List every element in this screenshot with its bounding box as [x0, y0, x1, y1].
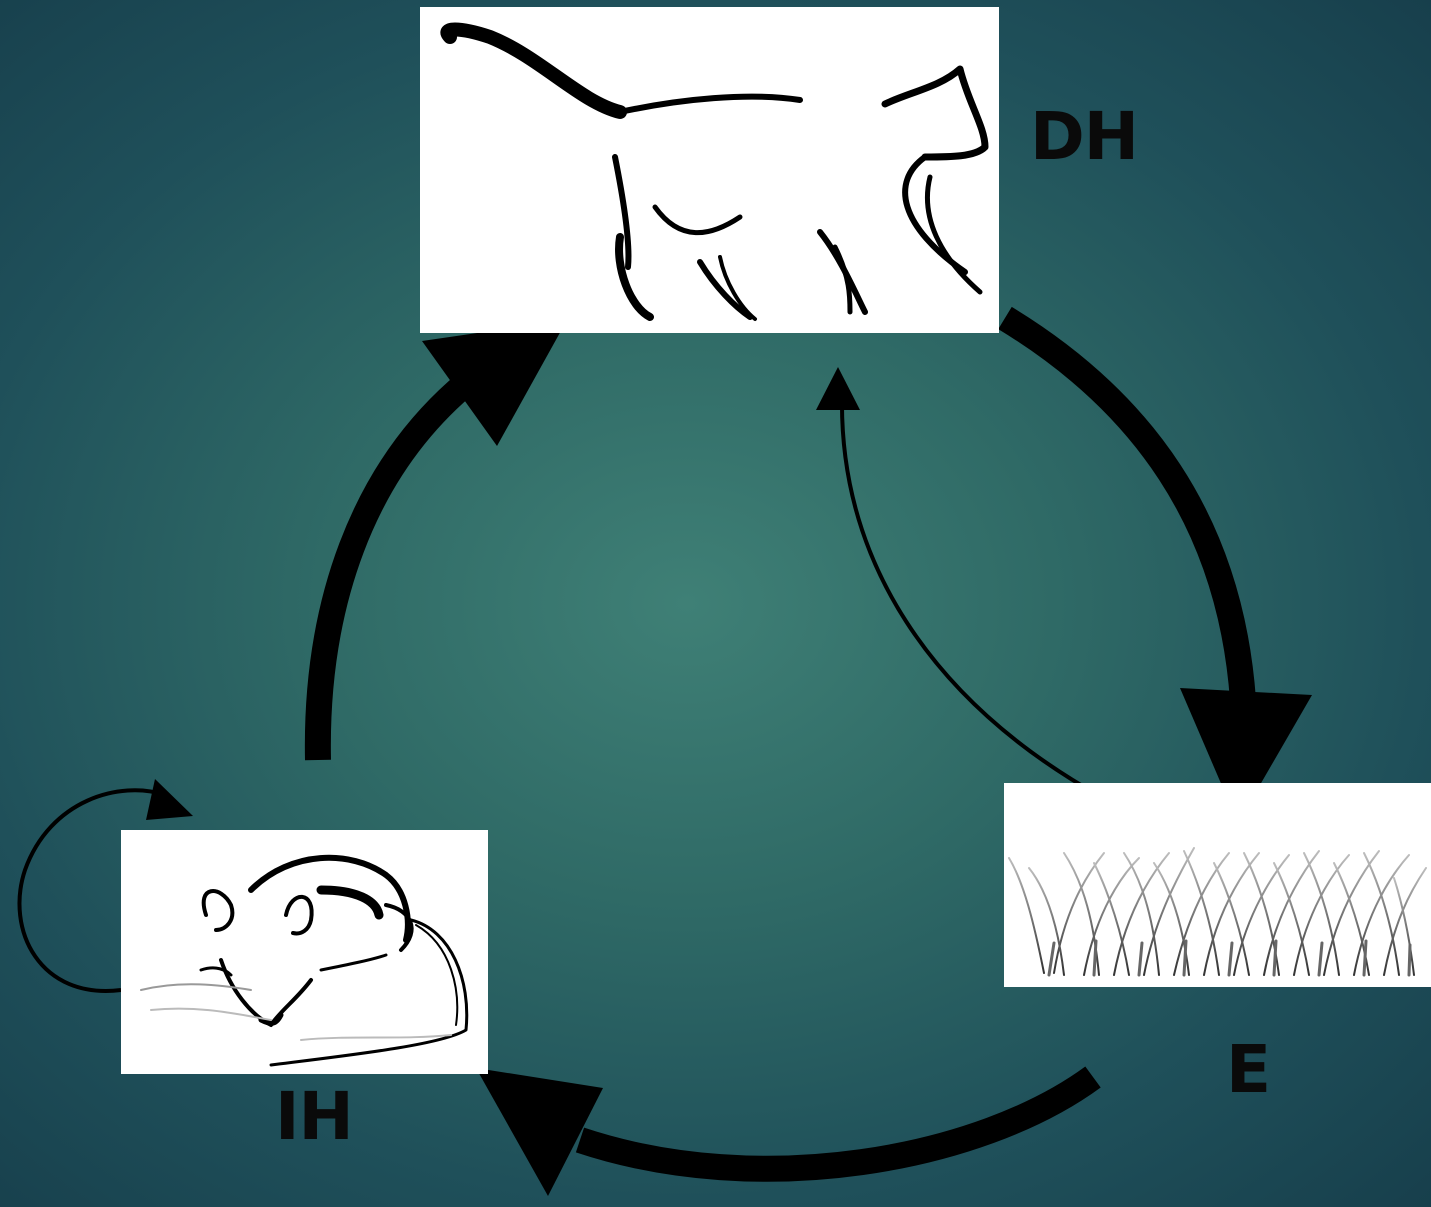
environment-label: E: [1226, 1037, 1270, 1103]
intermediate-host-panel: [121, 830, 488, 1074]
definitive-host-panel: [420, 7, 999, 333]
arrowhead-e-to-dh-thin: [816, 367, 860, 410]
environment-panel: [1004, 783, 1431, 987]
intermediate-host-label: IH: [275, 1084, 353, 1150]
definitive-host-label: DH: [1030, 104, 1138, 170]
arrowhead-ih-self-loop: [146, 779, 193, 820]
arrow-e-to-ih: [580, 1077, 1093, 1169]
grass-icon: [1004, 783, 1431, 987]
arrowhead-ih-to-dh: [422, 320, 567, 446]
mouse-icon: [121, 830, 488, 1074]
arrow-e-to-dh-thin: [842, 398, 1098, 795]
cat-icon: [420, 7, 999, 333]
arrow-dh-to-e: [1005, 318, 1243, 700]
arrow-ih-to-dh: [318, 380, 470, 760]
